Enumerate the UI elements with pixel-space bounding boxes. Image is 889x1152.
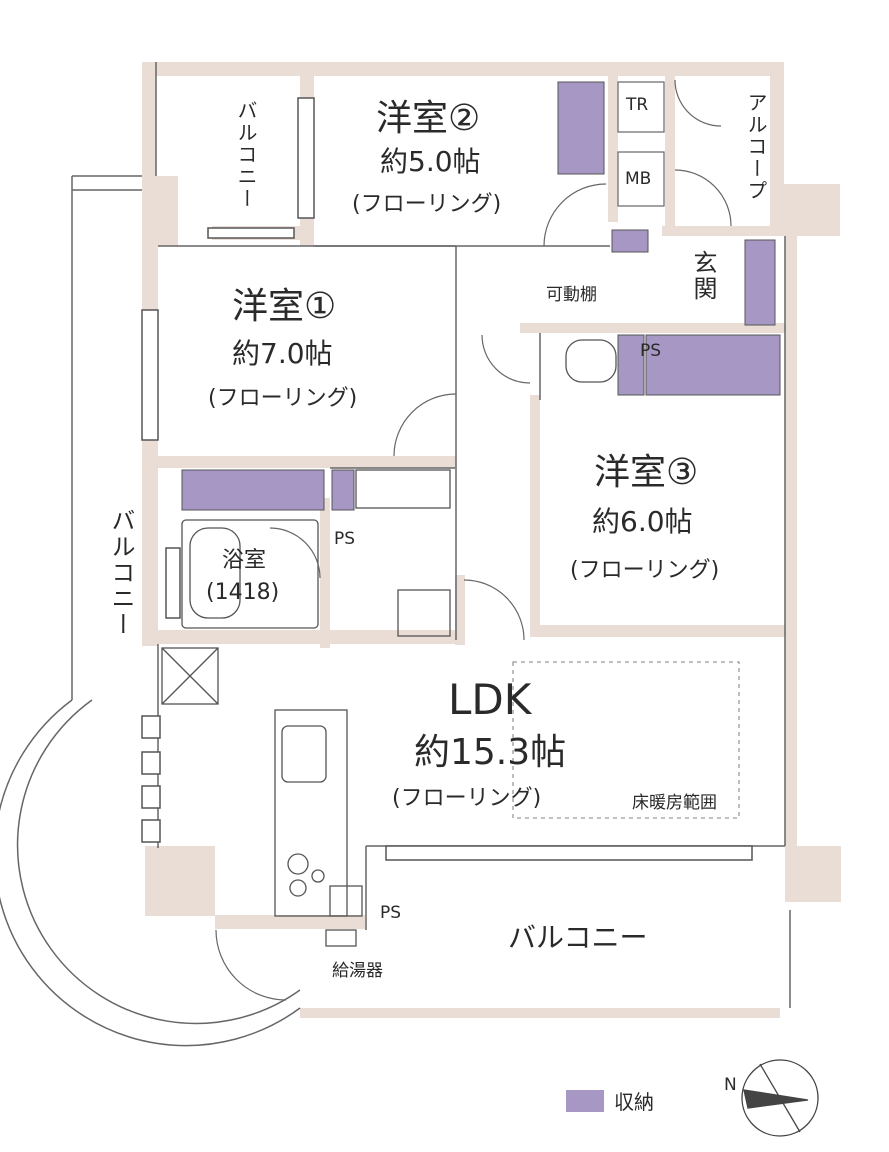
floor-heating-label: 床暖房範囲	[632, 793, 717, 813]
ldk-name: LDK	[448, 675, 532, 724]
legend: 収納	[566, 1086, 654, 1115]
tr-label: TR	[626, 95, 649, 115]
room2-floor: (フローリング)	[352, 192, 502, 217]
balcony-top-label: バルコニー	[234, 100, 258, 210]
bath-name: 浴室	[222, 548, 267, 573]
compass-rose	[741, 1059, 819, 1137]
storage-swatch	[566, 1089, 604, 1112]
entrance-label: 玄関	[689, 250, 717, 302]
room1-name: 洋室①	[232, 286, 337, 327]
balcony-bottom-label: バルコニー	[508, 921, 648, 954]
legend-storage-label: 収納	[614, 1090, 654, 1114]
storage-areas	[181, 81, 781, 511]
walls	[142, 62, 841, 1018]
windows	[141, 97, 753, 861]
ps-label-1: PS	[640, 341, 662, 361]
ldk-floor: (フローリング)	[392, 786, 542, 811]
water-heater-label: 給湯器	[332, 961, 383, 981]
room3-floor: (フローリング)	[570, 558, 720, 583]
ps-label-3: PS	[380, 903, 402, 923]
room1-size: 約7.0帖	[232, 337, 333, 370]
fixtures	[161, 339, 740, 947]
room2-size: 約5.0帖	[380, 145, 481, 178]
bath-size: (1418)	[206, 580, 280, 605]
room3-name: 洋室③	[594, 452, 699, 493]
alcove-label: アルコープ	[744, 92, 768, 202]
movable-shelf-label: 可動棚	[546, 285, 597, 305]
room1-floor: (フローリング)	[208, 386, 358, 411]
doors	[215, 79, 732, 1001]
room3-size: 約6.0帖	[592, 505, 693, 538]
balcony-left-label: バルコニー	[107, 508, 135, 638]
room2-name: 洋室②	[376, 98, 481, 139]
mb-label: MB	[625, 169, 652, 189]
ps-label-2: PS	[334, 529, 356, 549]
ldk-size: 約15.3帖	[414, 732, 567, 773]
interior-lines	[0, 62, 791, 1047]
compass-north-label: N	[724, 1075, 737, 1095]
